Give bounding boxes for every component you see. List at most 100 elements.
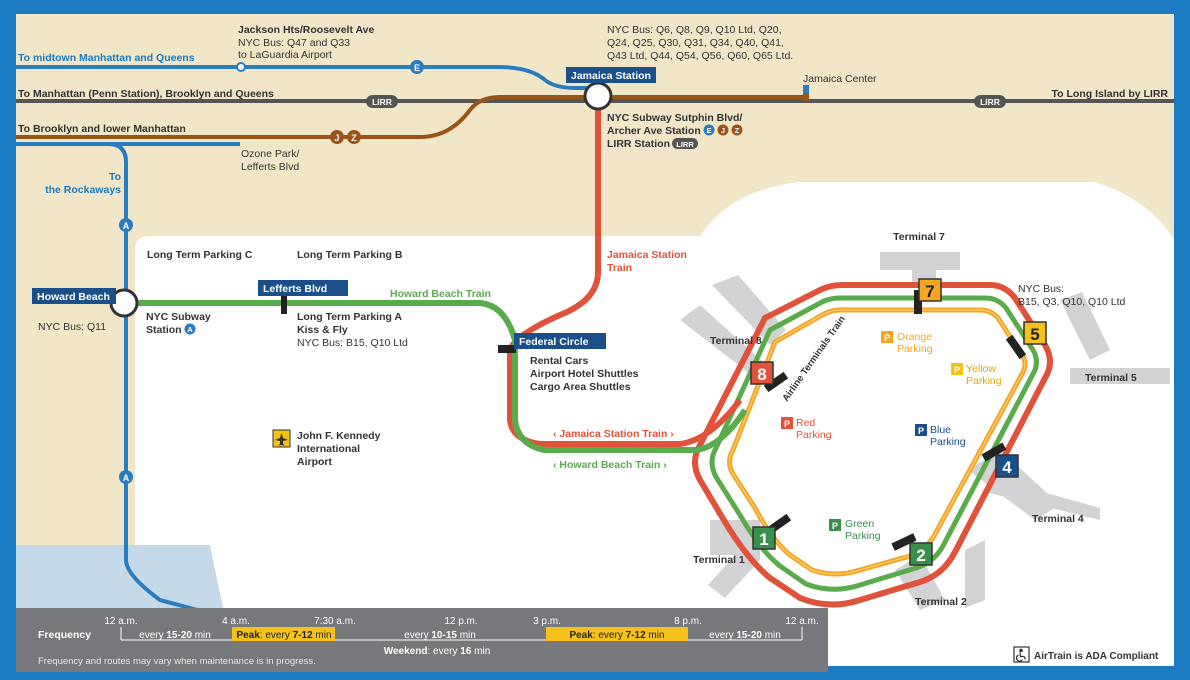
howard-beach-name: Howard Beach: [37, 291, 110, 303]
e-line: [16, 65, 598, 90]
sutphin-1: NYC Subway Sutphin Blvd/: [607, 112, 742, 124]
terminal-4-label[interactable]: Terminal 4: [1032, 513, 1084, 525]
howard-beach-box[interactable]: Howard Beach: [32, 288, 116, 304]
to-lower-manhattan-label[interactable]: To Brooklyn and lower Manhattan: [18, 123, 186, 135]
peak-pm-bar: [546, 627, 688, 641]
terminal-4-badge[interactable]: 4: [995, 454, 1019, 478]
svg-text:A: A: [123, 473, 130, 483]
svg-text:4: 4: [1002, 458, 1012, 477]
terminal-7-label[interactable]: Terminal 7: [893, 231, 945, 243]
yellow-parking[interactable]: P Yellow Parking: [951, 363, 1002, 387]
lt-parking-b: Long Term Parking B: [297, 249, 403, 261]
terminal-2-badge[interactable]: 2: [909, 542, 933, 566]
time-2: 7:30 a.m.: [314, 616, 356, 627]
lt-parking-c: Long Term Parking C: [147, 249, 253, 261]
sutphin-badges: E J Z: [703, 124, 743, 136]
time-3: 12 p.m.: [444, 616, 477, 627]
badge-j: J: [330, 130, 344, 144]
time-5: 8 p.m.: [674, 616, 702, 627]
svg-text:Yellow: Yellow: [966, 363, 996, 375]
kiss-fly: Kiss & Fly: [297, 324, 348, 336]
jfk-3: Airport: [297, 456, 333, 468]
lefferts-box[interactable]: Lefferts Blvd: [258, 280, 348, 296]
to-long-island-label[interactable]: To Long Island by LIRR: [1052, 88, 1169, 100]
green-parking[interactable]: P Green Parking: [829, 518, 881, 542]
badge-a-2: A: [119, 470, 133, 484]
svg-text:A: A: [187, 325, 193, 334]
jackson-hts-title: Jackson Hts/Roosevelt Ave: [238, 24, 375, 36]
seg5-text: every 15-20 min: [709, 630, 781, 641]
svg-text:Parking: Parking: [966, 375, 1002, 387]
ada-notice: AirTrain is ADA Compliant: [1013, 646, 1159, 663]
time-6: 12 a.m.: [785, 616, 818, 627]
jfk-1: John F. Kennedy: [297, 430, 381, 442]
svg-text:P: P: [884, 333, 890, 343]
jamaica-center-label: Jamaica Center: [803, 73, 877, 85]
peak-am-bar: [232, 627, 335, 641]
jamaica-station-node[interactable]: [583, 81, 613, 111]
jamaica-station-train-line: [507, 92, 743, 447]
svg-text:Green: Green: [845, 518, 874, 530]
t5-bus-1: NYC Bus:: [1018, 283, 1064, 295]
jackson-hts-bus-1: NYC Bus: Q47 and Q33: [238, 37, 350, 49]
svg-text:LIRR: LIRR: [372, 97, 392, 107]
lefferts-name: Lefferts Blvd: [263, 283, 327, 295]
terminal-2-label[interactable]: Terminal 2: [915, 596, 967, 608]
jz-line: [16, 95, 805, 139]
federal-circle-name: Federal Circle: [519, 336, 589, 348]
terminal-5-badge[interactable]: 5: [1023, 321, 1047, 345]
svg-text:LIRR: LIRR: [980, 97, 1000, 107]
time-1: 4 a.m.: [222, 616, 250, 627]
terminal-8-label[interactable]: Terminal 8: [710, 335, 762, 347]
howard-train-label: Howard Beach Train: [390, 288, 491, 300]
svg-text:Red: Red: [796, 417, 815, 429]
to-midtown-label[interactable]: To midtown Manhattan and Queens: [18, 52, 195, 64]
terminal-8-badge[interactable]: 8: [750, 361, 774, 385]
terminal-5-label[interactable]: Terminal 5: [1085, 372, 1137, 384]
t2-tick: [891, 533, 917, 551]
howard-beach-train-line: [138, 300, 748, 453]
lefferts-bus: NYC Bus: B15, Q10 Ltd: [297, 337, 408, 349]
jackson-hts-node: [236, 62, 246, 72]
ozone-park-1: Ozone Park/: [241, 148, 299, 160]
orange-parking[interactable]: P Orange Parking: [881, 331, 933, 355]
federal-circle-box[interactable]: Federal Circle: [514, 333, 606, 349]
badge-lirr-1: LIRR: [366, 95, 398, 108]
svg-text:J: J: [721, 126, 725, 135]
nyc-subway-1: NYC Subway: [146, 311, 211, 323]
jamaica-train-label-1: Jamaica Station: [607, 249, 687, 261]
sutphin-2: Archer Ave Station: [607, 125, 701, 137]
terminal-1-badge[interactable]: 1: [752, 526, 776, 550]
seg3-text: every 10-15 min: [404, 630, 476, 641]
sutphin-lirr-badge: LIRR: [672, 138, 698, 149]
red-parking[interactable]: P Red Parking: [781, 417, 832, 441]
weekend-text: Weekend: every 16 min: [384, 646, 491, 657]
svg-text:P: P: [784, 419, 790, 429]
to-penn-label[interactable]: To Manhattan (Penn Station), Brooklyn an…: [18, 88, 274, 100]
svg-text:LIRR: LIRR: [676, 140, 694, 149]
to-rockaways-label-1: To: [109, 171, 121, 183]
blue-parking[interactable]: P Blue Parking: [915, 424, 966, 448]
svg-text:E: E: [414, 63, 420, 73]
lt-parking-a: Long Term Parking A: [297, 311, 402, 323]
svg-text:P: P: [918, 426, 924, 436]
svg-text:2: 2: [916, 546, 925, 565]
peak2-text: Peak: every 7-12 min: [569, 630, 664, 641]
sutphin-3: LIRR Station: [607, 138, 670, 150]
seg1-text: every 15-20 min: [139, 630, 211, 641]
badge-a-1: A: [119, 218, 133, 232]
terminal-1-label[interactable]: Terminal 1: [693, 554, 745, 566]
jamaica-bus-1: NYC Bus: Q6, Q8, Q9, Q10 Ltd, Q20,: [607, 24, 782, 36]
t7-tick: [914, 290, 922, 314]
t5-tick: [1005, 334, 1027, 360]
jfk-2: International: [297, 443, 360, 455]
jamaica-dir-label: ‹ Jamaica Station Train ›: [553, 428, 674, 440]
to-rockaways-label-2[interactable]: the Rockaways: [45, 184, 121, 196]
svg-text:Parking: Parking: [897, 343, 933, 355]
svg-text:Z: Z: [351, 133, 357, 143]
airport-icon: [272, 429, 291, 448]
svg-text:7: 7: [925, 282, 934, 301]
terminal-7-badge[interactable]: 7: [918, 278, 942, 302]
hotel-shuttles: Airport Hotel Shuttles: [530, 368, 639, 380]
jamaica-station-box[interactable]: Jamaica Station: [566, 67, 656, 83]
